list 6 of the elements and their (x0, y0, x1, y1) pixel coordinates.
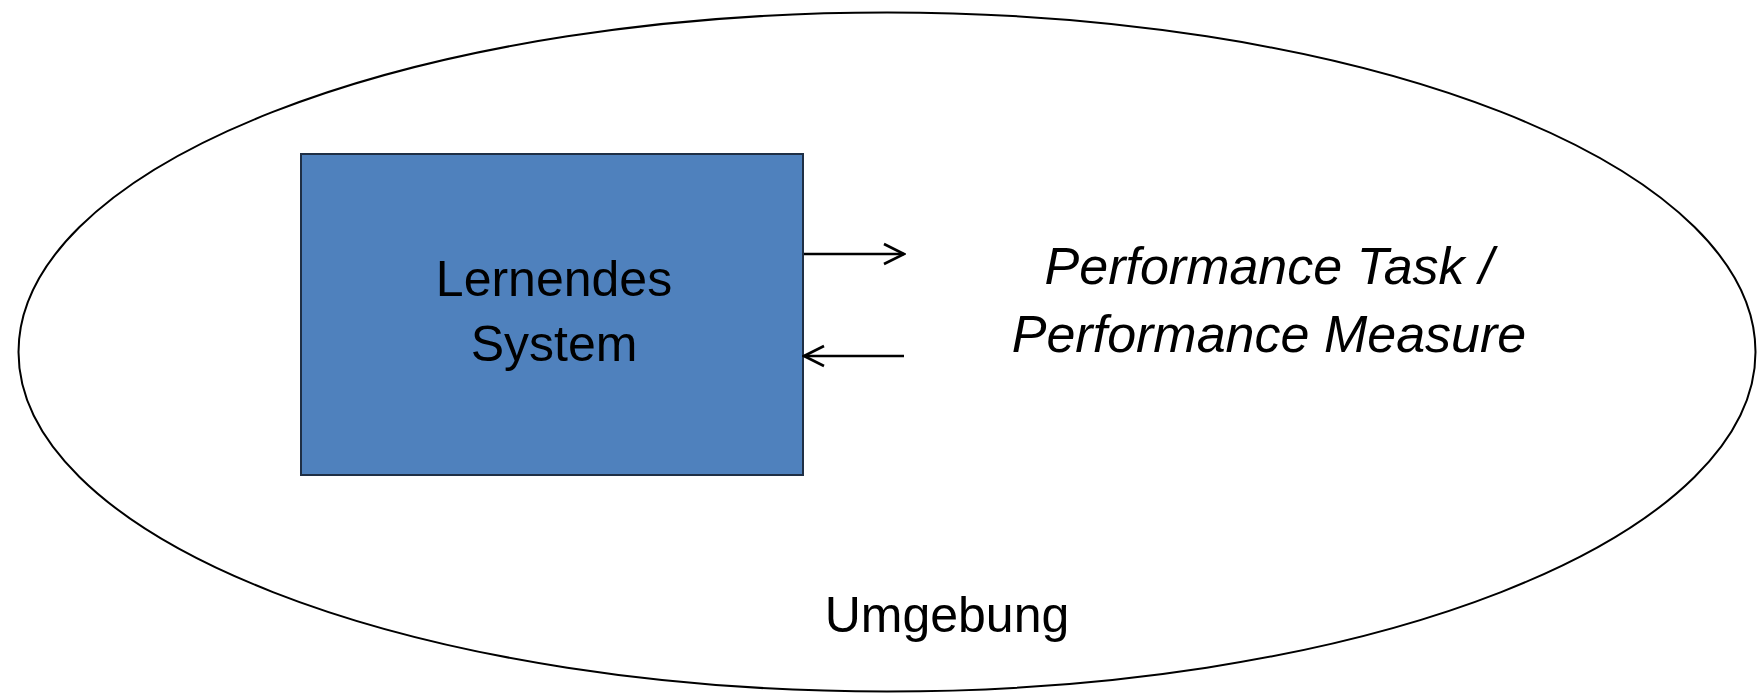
environment-label: Umgebung (823, 586, 1071, 645)
system-box (300, 153, 804, 476)
arrow (802, 344, 904, 368)
arrow (804, 242, 906, 266)
performance-text: Performance Task / Performance Measure (1010, 236, 1528, 365)
system-label: Lernendes System (434, 250, 674, 374)
